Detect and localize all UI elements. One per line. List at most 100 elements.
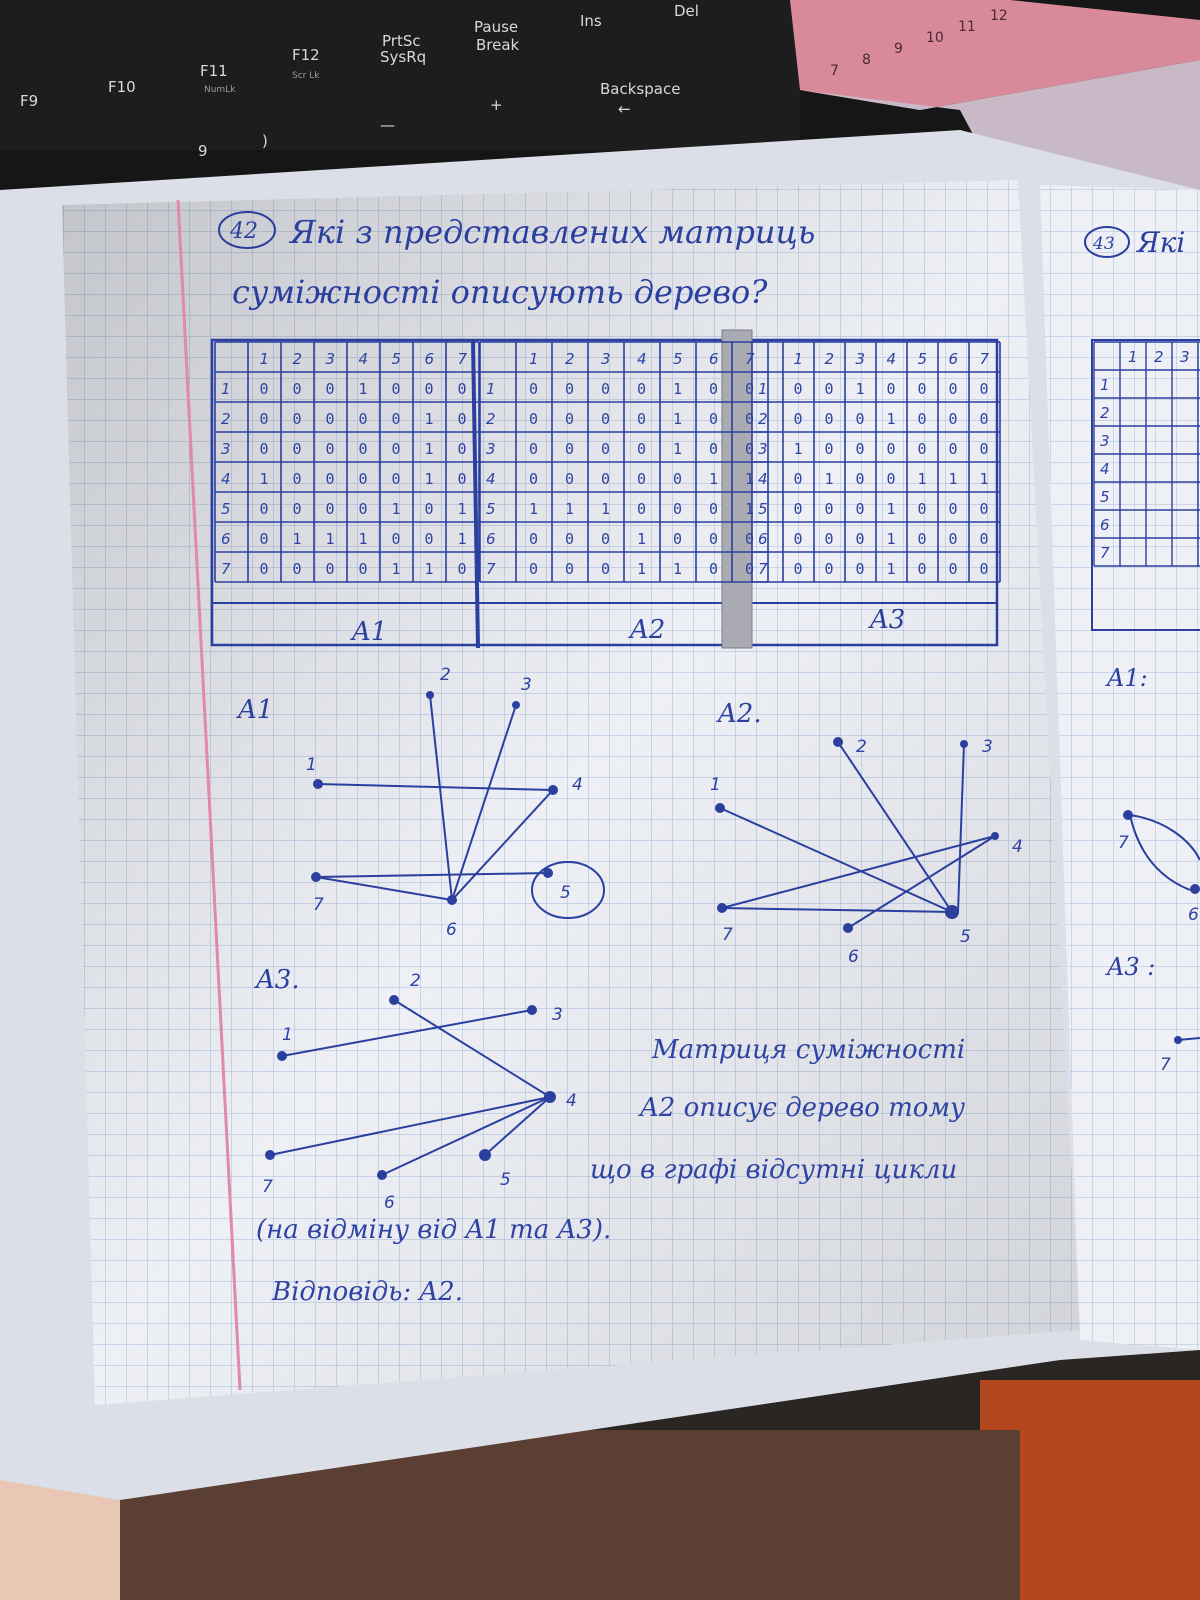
a1-vertex-7: 7 xyxy=(313,895,324,915)
matrix-col-header: 4 xyxy=(359,350,369,368)
matrix-cell: 0 xyxy=(745,560,754,578)
matrix-row-header: 2 xyxy=(758,410,768,428)
matrix-cell: 0 xyxy=(745,440,754,458)
matrix-row-header: 5 xyxy=(758,500,768,518)
matrix-cell: 0 xyxy=(458,380,467,398)
graph-a3: A3. 1 2 3 4 5 6 7 xyxy=(254,965,577,1213)
matrix-cell: 0 xyxy=(980,380,989,398)
matrix-cell: 1 xyxy=(601,500,610,518)
matrix-col-header: 1 xyxy=(260,350,270,368)
matrix-cell: 0 xyxy=(529,410,538,428)
answer-line-3: що в графі відсутні цикли xyxy=(590,1155,957,1185)
matrix-cell: 1 xyxy=(529,500,538,518)
key-minus: — xyxy=(380,116,395,134)
matrix-cell: 0 xyxy=(709,560,718,578)
answer-line-2: A2 описує дерево тому xyxy=(638,1093,965,1123)
question-line-2: суміжності описують дерево? xyxy=(232,273,768,311)
a3-vertex-6: 6 xyxy=(384,1193,395,1213)
ruler-number: 12 xyxy=(990,8,1008,24)
question-heading: 42 Які з представлених матриць суміжност… xyxy=(218,211,815,311)
matrix-row-header: 7 xyxy=(221,560,231,578)
matrix-col-header: 6 xyxy=(709,350,719,368)
graph-a1: A1 1 2 3 4 5 6 7 xyxy=(236,665,605,940)
matrix-cell: 1 xyxy=(949,470,958,488)
matrix-cell: 0 xyxy=(856,410,865,428)
matrix-cell: 0 xyxy=(260,410,269,428)
matrix-cell: 1 xyxy=(565,500,574,518)
matrix-cell: 0 xyxy=(949,530,958,548)
a1-vertex-4: 4 xyxy=(572,775,583,795)
key-prtsc: PrtSc xyxy=(382,32,421,50)
a2-vertex-3: 3 xyxy=(982,737,993,757)
matrix-cell: 0 xyxy=(918,530,927,548)
matrix-col-header: 2 xyxy=(565,350,575,368)
matrix-cell: 1 xyxy=(359,380,368,398)
ruler-number: 11 xyxy=(958,19,976,35)
matrix-cell: 0 xyxy=(709,440,718,458)
key-numlk: NumLk xyxy=(204,85,236,95)
matrix-row-header: 6 xyxy=(758,530,768,548)
matrix-cell: 0 xyxy=(637,470,646,488)
matrix-row-header: 2 xyxy=(1100,404,1110,422)
matrix-cell: 0 xyxy=(887,380,896,398)
matrix-cell: 0 xyxy=(949,440,958,458)
matrix-cell: 1 xyxy=(745,500,754,518)
matrix-cell: 0 xyxy=(709,530,718,548)
matrix-cell: 0 xyxy=(458,560,467,578)
a3-vertex-7: 7 xyxy=(262,1177,273,1197)
matrix-cell: 0 xyxy=(565,440,574,458)
matrix-cell: 0 xyxy=(637,440,646,458)
next-problem-number: 43 xyxy=(1092,234,1115,254)
right-vertex-7b: 7 xyxy=(1160,1055,1171,1075)
matrix-cell: 0 xyxy=(458,470,467,488)
matrix-row-header: 5 xyxy=(486,500,496,518)
matrix-cell: 0 xyxy=(856,500,865,518)
matrix-cell: 0 xyxy=(326,560,335,578)
matrix-cell: 0 xyxy=(949,380,958,398)
matrix-cell: 0 xyxy=(980,500,989,518)
matrix-cell: 1 xyxy=(887,500,896,518)
right-vertex-7: 7 xyxy=(1118,833,1129,853)
matrix-col-header: 4 xyxy=(637,350,647,368)
matrix-cell: 1 xyxy=(392,500,401,518)
matrix-cell: 1 xyxy=(673,440,682,458)
matrix-row-header: 4 xyxy=(758,470,768,488)
matrix-col-header: 3 xyxy=(326,350,336,368)
matrix-cell: 0 xyxy=(425,530,434,548)
matrix-col-header: 5 xyxy=(392,350,402,368)
matrix-row-header: 1 xyxy=(221,380,231,398)
keyboard: F9 F10 F11 NumLk F12 Scr Lk PrtSc SysRq … xyxy=(20,2,699,160)
matrix-cell: 0 xyxy=(392,530,401,548)
matrix-cell: 0 xyxy=(565,470,574,488)
matrix-cell: 1 xyxy=(745,470,754,488)
ruler-number: 10 xyxy=(926,30,944,46)
matrix-col-header: 5 xyxy=(918,350,928,368)
matrix-cell: 0 xyxy=(856,440,865,458)
matrix-row-header: 6 xyxy=(486,530,496,548)
next-question-heading: 43 Які xyxy=(1084,226,1185,259)
matrix-a2-label: A2 xyxy=(628,615,665,645)
edge xyxy=(393,999,551,1098)
key-del: Del xyxy=(674,2,699,20)
matrix-cell: 0 xyxy=(856,560,865,578)
matrix-cell: 0 xyxy=(825,530,834,548)
matrix-col-header: 6 xyxy=(949,350,959,368)
key-f10: F10 xyxy=(108,78,136,96)
matrix-row-header: 1 xyxy=(758,380,768,398)
key-scrlk: Scr Lk xyxy=(292,71,320,81)
a1-vertex-1: 1 xyxy=(306,755,317,775)
matrix-cell: 0 xyxy=(745,410,754,428)
matrix-cell: 0 xyxy=(529,560,538,578)
right-vertex-6: 6 xyxy=(1188,905,1199,925)
a2-vertex-1: 1 xyxy=(710,775,721,795)
matrix-cell: 1 xyxy=(887,560,896,578)
matrix-cell: 0 xyxy=(293,410,302,428)
edge xyxy=(847,835,996,929)
matrix-col-header: 2 xyxy=(1154,348,1164,366)
matrix-row-header: 4 xyxy=(486,470,496,488)
matrix-col-header: 2 xyxy=(293,350,303,368)
matrix-row-header: 1 xyxy=(1100,376,1110,394)
